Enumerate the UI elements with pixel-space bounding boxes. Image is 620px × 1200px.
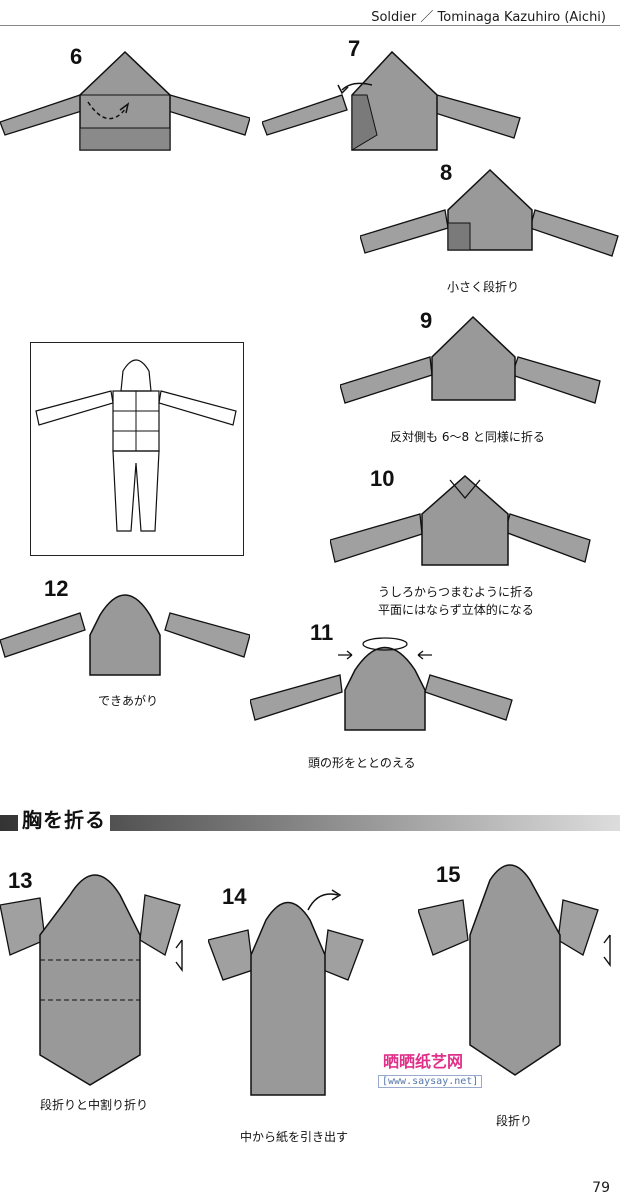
watermark-url: [www.saysay.net] xyxy=(378,1075,483,1088)
header-rule xyxy=(0,25,620,26)
step-number-13: 13 xyxy=(8,868,33,893)
step-number-9: 9 xyxy=(420,308,433,333)
step-number-8: 8 xyxy=(440,160,453,185)
watermark-site-name: 晒晒纸艺网 xyxy=(383,1052,464,1071)
diagram-step-6 xyxy=(0,50,250,151)
soldier-outline-figure xyxy=(35,359,237,532)
caption-step-8: 小さく段折り xyxy=(447,280,520,294)
page-number: 79 xyxy=(592,1180,610,1196)
caption-step-14: 中から紙を引き出す xyxy=(240,1130,349,1144)
step-number-10: 10 xyxy=(370,466,395,491)
section-title: 胸を折る xyxy=(18,804,110,833)
caption-step-12: できあがり xyxy=(98,694,159,708)
caption-step-11: 頭の形をととのえる xyxy=(308,756,416,770)
caption-step-13: 段折りと中割り折り xyxy=(40,1098,149,1112)
completed-model-inset xyxy=(30,342,244,556)
caption-step-15: 段折り xyxy=(496,1114,533,1128)
step-number-11: 11 xyxy=(310,620,334,645)
step-number-7: 7 xyxy=(348,36,361,61)
caption-step-9: 反対側も 6〜8 と同様に折る xyxy=(390,430,545,444)
step-number-12: 12 xyxy=(44,576,69,601)
diagram-step-12 xyxy=(0,594,250,676)
step-number-14: 14 xyxy=(222,884,247,909)
diagram-step-13 xyxy=(0,874,183,1086)
diagram-step-8 xyxy=(360,168,619,257)
diagram-step-14 xyxy=(208,889,364,1096)
caption-step-10-line-1: うしろからつまむように折る xyxy=(378,585,535,599)
step-number-15: 15 xyxy=(436,862,461,887)
step-number-6: 6 xyxy=(70,44,83,69)
diagram-step-11 xyxy=(250,637,513,731)
diagram-step-7 xyxy=(262,50,521,151)
caption-step-10-line-2: 平面にはならず立体的になる xyxy=(378,603,534,617)
diagram-step-10 xyxy=(330,474,591,566)
section-bar xyxy=(0,815,620,831)
running-header: Soldier ／ Tominaga Kazuhiro (Aichi) xyxy=(371,10,606,25)
diagram-step-9 xyxy=(340,315,601,404)
diagram-step-15 xyxy=(418,864,611,1076)
